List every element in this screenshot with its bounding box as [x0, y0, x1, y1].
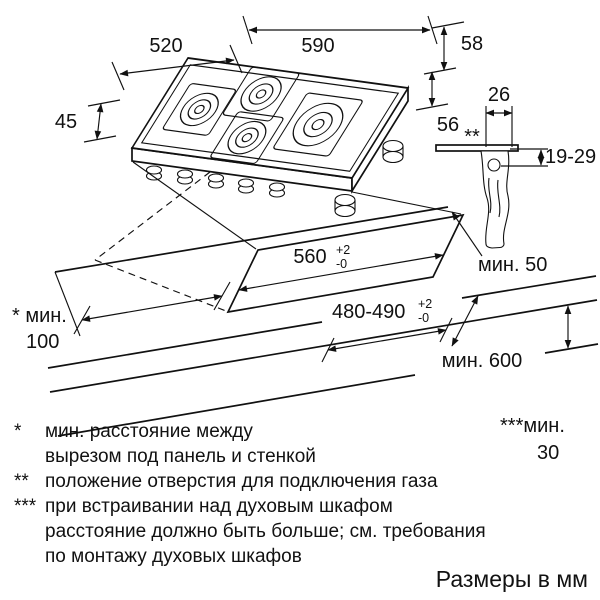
dim-hob-depth-520: 520	[111, 35, 243, 91]
profile-body	[480, 150, 510, 249]
counter-front-edge-b	[461, 275, 597, 299]
hob-depth-label: 520	[149, 35, 182, 57]
footnote-3-line-3: по монтажу духовых шкафов	[45, 546, 302, 567]
hob-width-label: 590	[301, 35, 334, 57]
cutout-width-tol-minus: -0	[336, 257, 347, 271]
mounting-profile-section	[435, 144, 519, 249]
projection-line-left	[132, 161, 257, 250]
cutout-depth-label: 480-490	[332, 301, 405, 323]
hob-rim	[140, 64, 400, 172]
dim-min-30: ***мин. 30	[500, 305, 572, 464]
dim-58-label: 58	[461, 33, 483, 55]
footnote-3: *** при встраивании над духовым шкафом р…	[14, 494, 589, 569]
dim-cutout-width-560: 560 +2 -0	[238, 243, 444, 292]
cutout-depth-tol-minus: -0	[418, 311, 429, 325]
footnote-3-line-2: расстояние должно быть больше; см. требо…	[45, 521, 486, 542]
footnote-1-line-2: вырезом под панель и стенкой	[45, 446, 316, 467]
dim-min-100: * мин. 100	[12, 281, 231, 353]
counter-left-edge	[54, 271, 81, 337]
profile-top-plate	[435, 144, 519, 152]
dim-hob-width-590: 590	[242, 15, 438, 57]
projection-dashed-line-2	[94, 259, 227, 312]
cutout-depth-tol-plus: +2	[418, 297, 432, 311]
burner-right	[273, 92, 363, 157]
footnotes: * мин. расстояние между вырезом под пане…	[14, 419, 589, 569]
footnote-2-line-1: положение отверстия для подключения газа	[45, 471, 438, 492]
footnote-2: ** положение отверстия для подключения г…	[14, 469, 589, 494]
dim-26: 26	[485, 84, 513, 147]
oven-top-line-b	[544, 343, 599, 354]
dim-19-29-label: 19-29	[545, 146, 596, 168]
dim-45-label: 45	[55, 111, 77, 133]
min-side-label-1: * мин.	[12, 305, 67, 327]
projection-line-right	[351, 191, 462, 215]
dim-min-50: мин. 50	[451, 211, 547, 276]
footnote-3-marker: ***	[14, 496, 37, 517]
burner-back-center	[222, 66, 300, 122]
gas-connection-hole	[487, 158, 501, 172]
counter-front-bottom-edge	[49, 299, 598, 393]
gas-connection-marker: **	[464, 126, 480, 148]
countertop	[47, 161, 599, 437]
hob-feet	[334, 139, 404, 218]
footnote-1-marker: *	[14, 421, 22, 442]
dim-26-label: 26	[488, 84, 510, 106]
footnote-2-marker: **	[14, 471, 29, 492]
dim-58: 58	[423, 21, 483, 75]
burner-front-center	[210, 111, 284, 164]
min-oven-label-1: ***мин.	[500, 415, 565, 437]
min-oven-label-2: 30	[537, 442, 559, 464]
counter-front-edge-a	[47, 321, 323, 369]
min-side-label-2: 100	[26, 331, 59, 353]
min-counter-depth-label: мин. 600	[442, 350, 522, 372]
counter-back-edge	[54, 206, 449, 273]
cutout-width-tol-plus: +2	[336, 243, 350, 257]
cutout-width-label: 560	[293, 246, 326, 268]
oven-top-line-a	[57, 374, 416, 437]
dim-19-29: 19-29	[501, 146, 596, 168]
burner-left	[162, 83, 237, 136]
dim-45: 45	[55, 99, 121, 143]
dim-56: 56	[415, 71, 459, 136]
min-back-label: мин. 50	[478, 254, 547, 276]
dim-cutout-depth-480-490: 480-490 +2 -0	[321, 297, 453, 363]
footnote-3-line-1: при встраивании над духовым шкафом	[45, 496, 393, 517]
footnote-1-line-1: мин. расстояние между	[45, 421, 253, 442]
projection-dashed-line	[94, 171, 211, 261]
dim-56-label: 56	[437, 114, 459, 136]
hob-top-view	[130, 57, 410, 218]
footnote-1: * мин. расстояние между вырезом под пане…	[14, 419, 589, 469]
dim-min-600: мин. 600	[442, 295, 522, 372]
units-note: Размеры в мм	[435, 566, 588, 592]
